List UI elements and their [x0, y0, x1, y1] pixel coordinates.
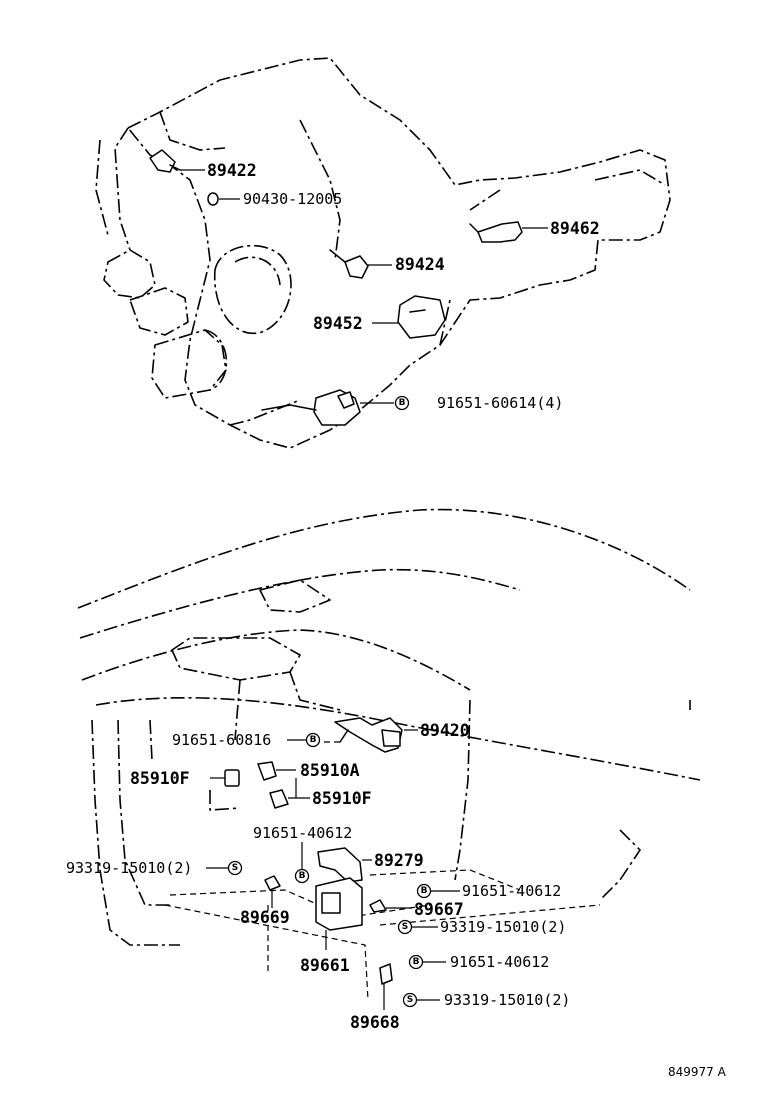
callout-91651-60816: 91651-60816 [172, 731, 271, 749]
screw-symbol-93319-b: S [397, 919, 413, 935]
part-90430-gasket [207, 192, 240, 206]
callout-91651-40612-a: 91651-40612 [253, 824, 352, 842]
callout-93319-15010-b: 93319-15010(2) [440, 918, 566, 936]
callout-93319-15010-left: 93319-15010(2) [66, 859, 192, 877]
svg-text:B: B [299, 871, 306, 881]
part-89661-ecu [315, 877, 363, 950]
bolt-symbol-91651-40612-c: B [408, 954, 424, 970]
part-engine-bolt-sensor [261, 389, 394, 426]
callout-91651-40612-b: 91651-40612 [462, 882, 561, 900]
callout-89669: 89669 [240, 908, 290, 927]
svg-text:B: B [310, 735, 317, 745]
callout-89279: 89279 [374, 851, 424, 870]
bolt-symbol-91651-40612-a: B [294, 868, 310, 884]
svg-text:S: S [407, 995, 413, 1005]
part-85910F-connector-left [210, 769, 240, 787]
callout-85910F-left: 85910F [130, 769, 190, 788]
callout-89667: 89667 [414, 900, 464, 919]
svg-text:B: B [413, 957, 420, 967]
screw-symbol-93319-left: S [227, 860, 243, 876]
callout-89452: 89452 [313, 314, 363, 333]
vehicle-body-outline [77, 508, 701, 1001]
callout-89661: 89661 [300, 956, 350, 975]
svg-text:B: B [421, 886, 428, 896]
callout-89422: 89422 [207, 161, 257, 180]
callout-93319-15010-c: 93319-15010(2) [444, 991, 570, 1009]
screw-symbol-93319-c: S [402, 992, 418, 1008]
callout-89668: 89668 [350, 1013, 400, 1032]
part-89462-sensor [469, 221, 548, 243]
part-85910A-connector [257, 761, 296, 781]
bolt-symbol-engine: B [394, 395, 410, 411]
callout-89420: 89420 [420, 721, 470, 740]
part-89279-bracket [317, 847, 372, 883]
part-89420-sensor [322, 717, 418, 753]
callout-91651-60614: 91651-60614(4) [437, 394, 563, 412]
part-89422-sensor [149, 149, 205, 173]
diagram-reference-code: 849977 A [668, 1065, 727, 1079]
callout-89462: 89462 [550, 219, 600, 238]
part-89667-clip [369, 899, 412, 913]
svg-text:B: B [399, 398, 406, 408]
svg-text:S: S [232, 863, 238, 873]
callout-85910A: 85910A [300, 761, 360, 780]
callout-90430-12005: 90430-12005 [243, 190, 342, 208]
bolt-symbol-91651-40612-b: B [416, 883, 432, 899]
svg-text:S: S [402, 922, 408, 932]
part-89452-sensor [372, 295, 446, 339]
part-85910F-connector-right [269, 778, 310, 809]
part-89668-clip [379, 963, 393, 1010]
engine-transmission-outline [95, 57, 671, 449]
callout-89424: 89424 [395, 255, 445, 274]
part-89669-clip [264, 875, 281, 908]
callout-85910F-right: 85910F [312, 789, 372, 808]
bolt-symbol-91651-60816: B [305, 732, 321, 748]
part-89424-sensor [329, 249, 392, 279]
callout-91651-40612-c: 91651-40612 [450, 953, 549, 971]
